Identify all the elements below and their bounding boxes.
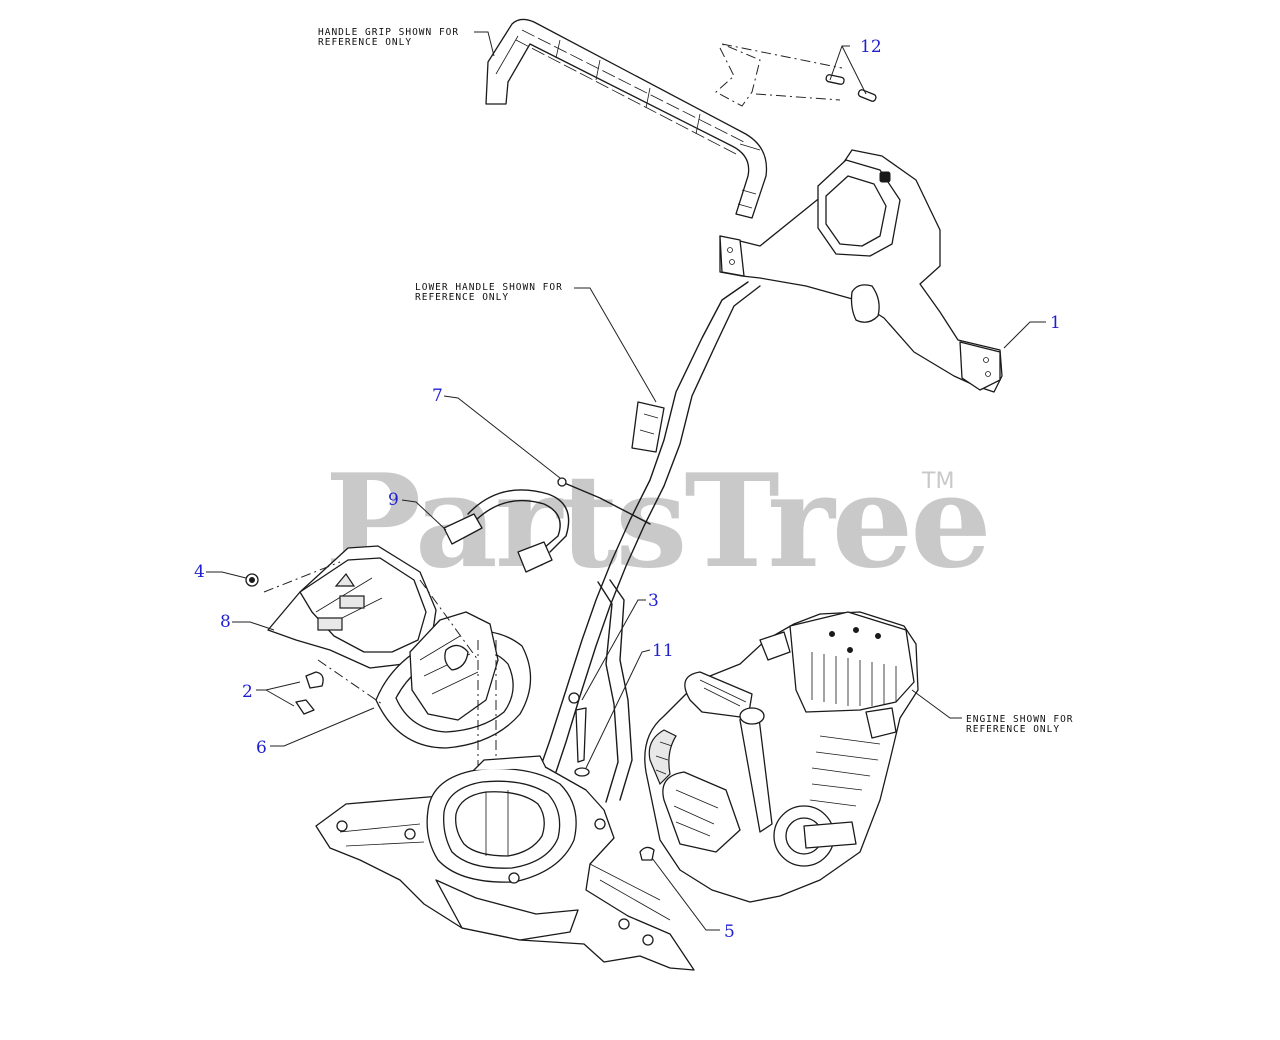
upper-handle-reference [485,18,768,219]
part-4-bolt [245,573,259,587]
part-3-pin [568,692,587,763]
lower-handle-reference [535,281,761,803]
note-engine-line2: REFERENCE ONLY [966,724,1060,735]
part-6-chute-base [375,611,532,749]
callout-3[interactable]: 3 [648,591,659,611]
callout-6[interactable]: 6 [256,738,267,758]
callout-5[interactable]: 5 [724,922,735,942]
part-11-washer [574,767,590,777]
callout-8[interactable]: 8 [220,612,231,632]
part-8-chute-deflector [267,545,437,669]
note-lower-handle-line1: LOWER HANDLE SHOWN FOR [415,282,563,293]
callout-1[interactable]: 1 [1050,313,1061,333]
callout-4[interactable]: 4 [194,562,205,582]
callout-9[interactable]: 9 [388,490,399,510]
note-lower-handle: LOWER HANDLE SHOWN FOR REFERENCE ONLY [415,282,563,303]
callouts: 1 2 3 4 5 6 7 8 9 11 12 [194,37,1061,942]
pin-alignment-line [715,43,843,107]
watermark-trademark: TM [921,469,954,494]
note-engine-line1: ENGINE SHOWN FOR [966,714,1074,725]
part-2-knob-and-bolt [295,671,324,715]
part-12-pins [825,74,877,102]
callout-7[interactable]: 7 [432,386,443,406]
callout-11[interactable]: 11 [652,641,674,661]
note-handle-grip-line2: REFERENCE ONLY [318,37,412,48]
deck-frame [315,755,695,971]
callout-2[interactable]: 2 [242,682,253,702]
watermark: PartsTree TM [325,447,992,597]
watermark-brand: PartsTree [325,447,989,597]
note-engine: ENGINE SHOWN FOR REFERENCE ONLY [966,714,1074,735]
part-7-cable [557,477,651,525]
part-1-handle-bracket [719,149,1003,393]
callout-12[interactable]: 12 [860,37,882,57]
note-handle-grip: HANDLE GRIP SHOWN FOR REFERENCE ONLY [318,27,459,48]
note-lower-handle-line2: REFERENCE ONLY [415,292,509,303]
leader-lines [206,31,1046,931]
note-handle-grip-line1: HANDLE GRIP SHOWN FOR [318,27,459,38]
part-9-wire-harness [443,489,570,573]
chute-alignment-line [263,561,497,796]
engine-reference [644,611,919,903]
